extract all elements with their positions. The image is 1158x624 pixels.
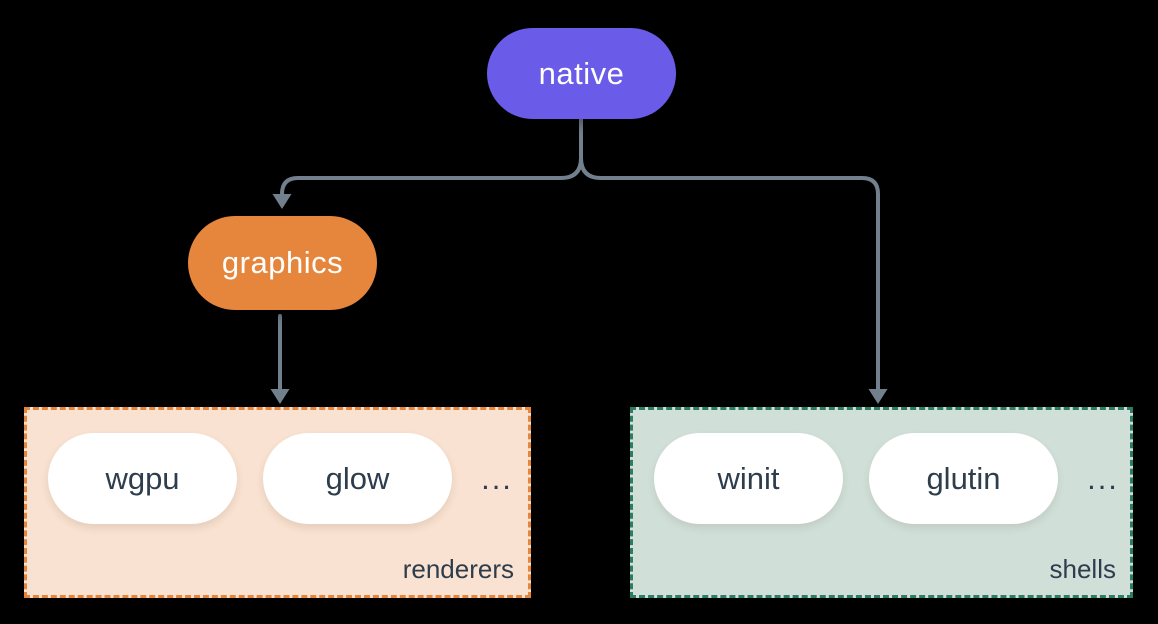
winit-node-label: winit: [717, 460, 780, 496]
glutin-node: glutin: [869, 433, 1058, 524]
glow-node: glow: [263, 433, 452, 524]
graphics-node-label: graphics: [221, 245, 344, 280]
shells-group-label: shells: [1049, 554, 1116, 584]
edge-native-graphics: [280, 156, 583, 197]
glow-node-label: glow: [325, 460, 390, 496]
wgpu-node-label: wgpu: [105, 460, 180, 496]
graphics-node: graphics: [188, 216, 377, 310]
renderers-ellipsis: ...: [481, 460, 513, 496]
shells-group: winit glutin ... shells: [630, 407, 1133, 598]
edge-native-shells: [579, 156, 880, 392]
native-node: native: [487, 28, 676, 119]
winit-node: winit: [654, 433, 843, 524]
glutin-node-label: glutin: [926, 460, 1001, 496]
renderers-group-label: renderers: [402, 554, 514, 584]
arrowhead-graphics: [272, 194, 292, 209]
wgpu-node: wgpu: [48, 433, 237, 524]
shells-ellipsis: ...: [1087, 460, 1119, 496]
native-node-label: native: [538, 55, 625, 91]
renderers-group: wgpu glow ... renderers: [24, 407, 531, 598]
arrowhead-renderers: [270, 389, 290, 404]
arrowhead-shells: [868, 389, 888, 404]
